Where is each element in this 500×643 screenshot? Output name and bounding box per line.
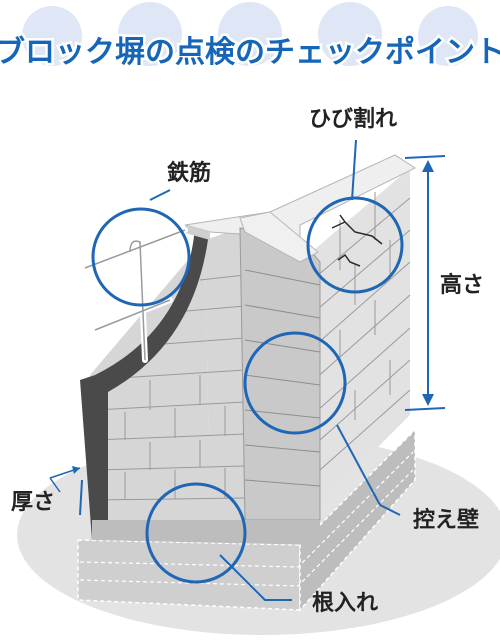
label-embedment: 根入れ bbox=[312, 591, 378, 616]
footing bbox=[77, 428, 416, 612]
crack-marks bbox=[331, 214, 383, 267]
footing-front bbox=[92, 520, 320, 545]
callout-buttress bbox=[243, 331, 347, 435]
page-title: ブロック塀の点検のチェックポイント bbox=[0, 35, 500, 70]
title-bubbles bbox=[22, 2, 478, 66]
callout-embedment bbox=[145, 482, 247, 584]
label-thickness: 厚さ bbox=[11, 490, 55, 515]
label-rebar: 鉄筋 bbox=[167, 160, 211, 186]
callout-crack bbox=[306, 196, 404, 294]
callout-circles bbox=[91, 196, 404, 584]
leader-lines bbox=[79, 139, 401, 601]
label-height: 高さ bbox=[440, 272, 484, 298]
label-crack: ひび割れ bbox=[309, 106, 397, 132]
thickness-dimension bbox=[49, 466, 81, 493]
wall-cross-section bbox=[80, 222, 210, 540]
callout-rebar bbox=[91, 207, 191, 307]
height-dimension bbox=[404, 155, 446, 411]
buttress bbox=[239, 211, 321, 521]
label-buttress: 控え壁 bbox=[413, 507, 479, 533]
